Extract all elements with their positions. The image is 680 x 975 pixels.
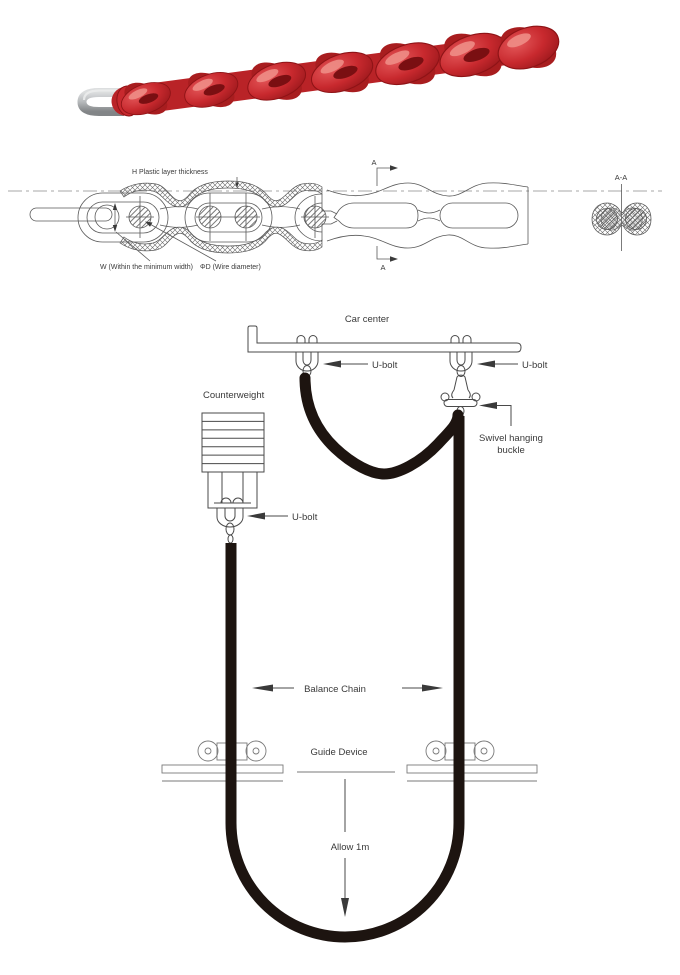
label-wire-diameter: ΦD (Wire diameter) [200,264,261,271]
swivel-hanging-buckle [440,374,481,416]
section-mark-top: A [371,158,398,186]
end-link [77,192,169,243]
balance-chain-label: Balance Chain [304,684,366,695]
section-label-bottom: A [380,263,385,272]
u-bolt-callout-counterweight: U-bolt [247,512,318,523]
label-min-width: W (Within the minimum width) [100,264,193,271]
section-mark-bottom: A [376,246,398,272]
swivel-label-line1: Swivel hanging [479,433,543,444]
bare-chain-profile [326,182,529,249]
guide-device-label: Guide Device [310,747,367,758]
coated-link [184,192,273,243]
chain-sag-under-car [299,372,464,480]
label-plastic-thickness: H Plastic layer thickness [132,169,208,176]
installation-schematic: Car center U-bolt U-bolt [161,314,548,943]
metal-hook [77,88,124,116]
u-bolt-left [295,335,319,377]
section-label-top: A [371,158,376,167]
chain-loop [225,416,465,943]
u-bolt-callout-right: U-bolt [477,360,548,371]
balance-chains [225,372,465,943]
drawing-labels: H Plastic layer thickness W (Within the … [100,169,261,271]
wire-sections [126,193,329,241]
u-bolt-label-left: U-bolt [372,360,398,371]
car-center-label: Car center [345,314,389,325]
car-bar [247,325,522,353]
section-view-title: A-A [615,173,628,182]
guide-device-right [406,740,538,782]
u-bolt-label-counterweight: U-bolt [292,512,318,523]
w-dimension [112,203,118,232]
coating-end [294,193,338,242]
counterweight-label: Counterweight [203,390,265,401]
red-chain-photo [77,25,560,117]
guide-device-left [161,740,284,782]
balance-chain-callout: Balance Chain [252,684,443,695]
allowance-label: Allow 1m [331,842,370,853]
allow-dimension: Allow 1m [331,779,370,917]
counterweight: Counterweight [201,390,265,544]
red-chain-links [111,25,560,117]
section-view-aa: A-A [591,173,652,251]
rod [29,207,113,222]
u-bolt-right [449,335,473,377]
swivel-label-line2: buckle [497,445,524,456]
swivel-callout: Swivel hanging buckle [479,402,543,456]
chain-technical-drawing: A A H Plastic layer thickness W (Within … [8,158,662,272]
u-bolt-label-right: U-bolt [522,360,548,371]
u-bolt-callout-left: U-bolt [323,360,398,371]
